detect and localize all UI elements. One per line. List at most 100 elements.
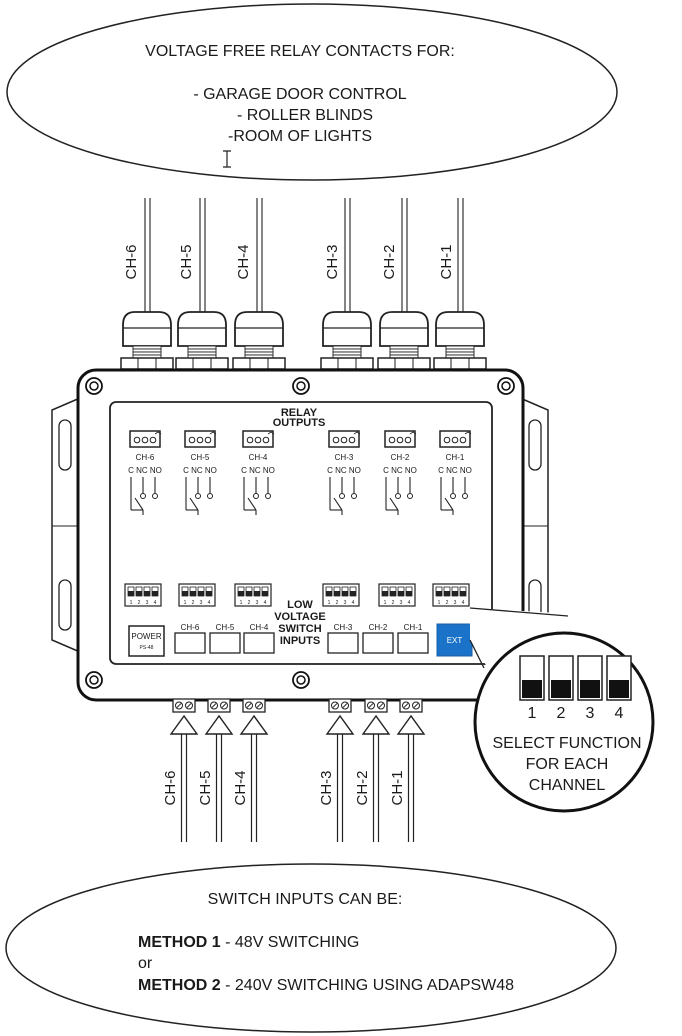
input-channel-label: CH-1 [404,623,423,632]
right-slot-top [528,419,542,471]
cable-gland-icon [175,311,229,370]
screw-icon [85,671,103,689]
input-channel-button[interactable]: CH-4 [243,623,275,654]
dip-number: 3 [146,600,149,606]
input-channel-button[interactable]: CH-5 [209,623,241,654]
relay-output-block: CH-2C NC NO [383,430,417,515]
zoom-dip-number: 1 [528,705,537,722]
dip-number: 1 [130,600,133,606]
method2-line: METHOD 2 - 240V SWITCHING USING ADAPSW48 [138,977,514,994]
bottom-note-ellipse [5,863,617,1033]
input-channel-button[interactable]: CH-3 [327,623,359,654]
input-channel-button[interactable]: CH-1 [397,623,429,654]
relay-output-block: CH-6 C NC NO [128,430,162,515]
dip-number: 3 [400,600,403,606]
zoom-dip-number: 4 [615,705,624,722]
cable-gland-icon [120,311,174,370]
dip-number: 3 [454,600,457,606]
power-button[interactable]: POWER PS-48 [128,625,165,657]
dip-number: 2 [336,600,339,606]
cable-gland-icon [433,311,487,370]
dip-number: 3 [200,600,203,606]
input-channel-label: CH-5 [216,623,235,632]
cable-out-ch6: CH-6 [123,198,151,312]
arrow-up-icon [396,714,426,735]
cable-label-out-ch1: CH-1 [438,244,455,279]
cable-out-ch5: CH-5 [178,198,206,312]
text-cursor-icon [223,150,231,168]
method2-desc: - 240V SWITCHING USING ADAPSW48 [221,977,515,994]
relay-channel-label: CH-4 [249,453,268,462]
dip-number: 4 [264,600,267,606]
zoom-dip-switch-4[interactable]: 4 [606,655,632,722]
zoom-caption-line2: FOR EACH [526,756,609,773]
input-terminal: CH-6 [162,698,199,842]
arrow-up-icon [361,714,391,735]
cable-out-ch1: CH-1 [438,198,464,312]
cable-label-in: CH-5 [197,770,214,805]
zoom-dip-switch-2[interactable]: 2 [548,655,574,722]
output-cables: CH-6 CH-5 CH-4 CH-3 CH-2 CH-1 [123,198,464,312]
dip-number: 2 [138,600,141,606]
cable-label-out-ch3: CH-3 [324,244,341,279]
ext-button-label: EXT [447,636,463,645]
left-slot-bottom [58,579,72,631]
dip-number: 4 [208,600,211,606]
dip-number: 1 [384,600,387,606]
input-channel-label: CH-6 [181,623,200,632]
ext-button[interactable]: EXT [436,623,473,657]
cable-gland-icon [377,311,431,370]
cable-label-out-ch4: CH-4 [235,244,252,279]
relay-outputs-subtitle: OUTPUTS [273,417,326,429]
cable-label-out-ch6: CH-6 [123,244,140,279]
relay-outputs-title: RELAY [281,407,318,419]
input-channel-button[interactable]: CH-6 [174,623,206,654]
dip-number: 4 [408,600,411,606]
cable-label-in: CH-2 [354,770,371,805]
cable-gland-icon [320,311,374,370]
dip-number: 2 [248,600,251,606]
dip-number: 2 [192,600,195,606]
zoom-dip-switch-1[interactable]: 1 [519,655,545,722]
relay-channel-label: CH-6 [136,453,155,462]
relay-channel-label: CH-2 [391,453,410,462]
cable-out-ch2: CH-2 [381,198,408,312]
dip-number: 1 [240,600,243,606]
top-note-item-garage: - GARAGE DOOR CONTROL [193,86,406,103]
cable-label-out-ch2: CH-2 [381,244,398,279]
method1-desc: - 48V SWITCHING [221,934,360,951]
method2-label: METHOD 2 [138,977,221,994]
cable-label-in: CH-3 [318,770,335,805]
top-note-item-lights: -ROOM OF LIGHTS [228,128,372,145]
input-terminal: CH-3 [318,698,355,842]
dip-number: 4 [462,600,465,606]
input-channel-button[interactable]: CH-2 [362,623,394,654]
top-note-ellipse [6,3,618,181]
zoom-dip-switch-3[interactable]: 3 [577,655,603,722]
zoom-caption-line3: CHANNEL [529,777,606,794]
relay-contact-labels: C NC NO [241,466,275,475]
switch-inputs-title-line4: INPUTS [280,635,320,647]
relay-contact-labels: C NC NO [128,466,162,475]
input-terminal: CH-1 [389,698,426,842]
zoom-dip-number: 2 [557,705,566,722]
relay-output-block: CH-1C NC NO [438,430,472,515]
cable-out-ch3: CH-3 [324,198,351,312]
switch-inputs-title-line3: SWITCH [278,623,321,635]
dip-number: 1 [184,600,187,606]
cable-label-in: CH-1 [389,770,406,805]
zoom-caption-line1: SELECT FUNCTION [492,735,641,752]
arrow-up-icon [239,714,269,735]
